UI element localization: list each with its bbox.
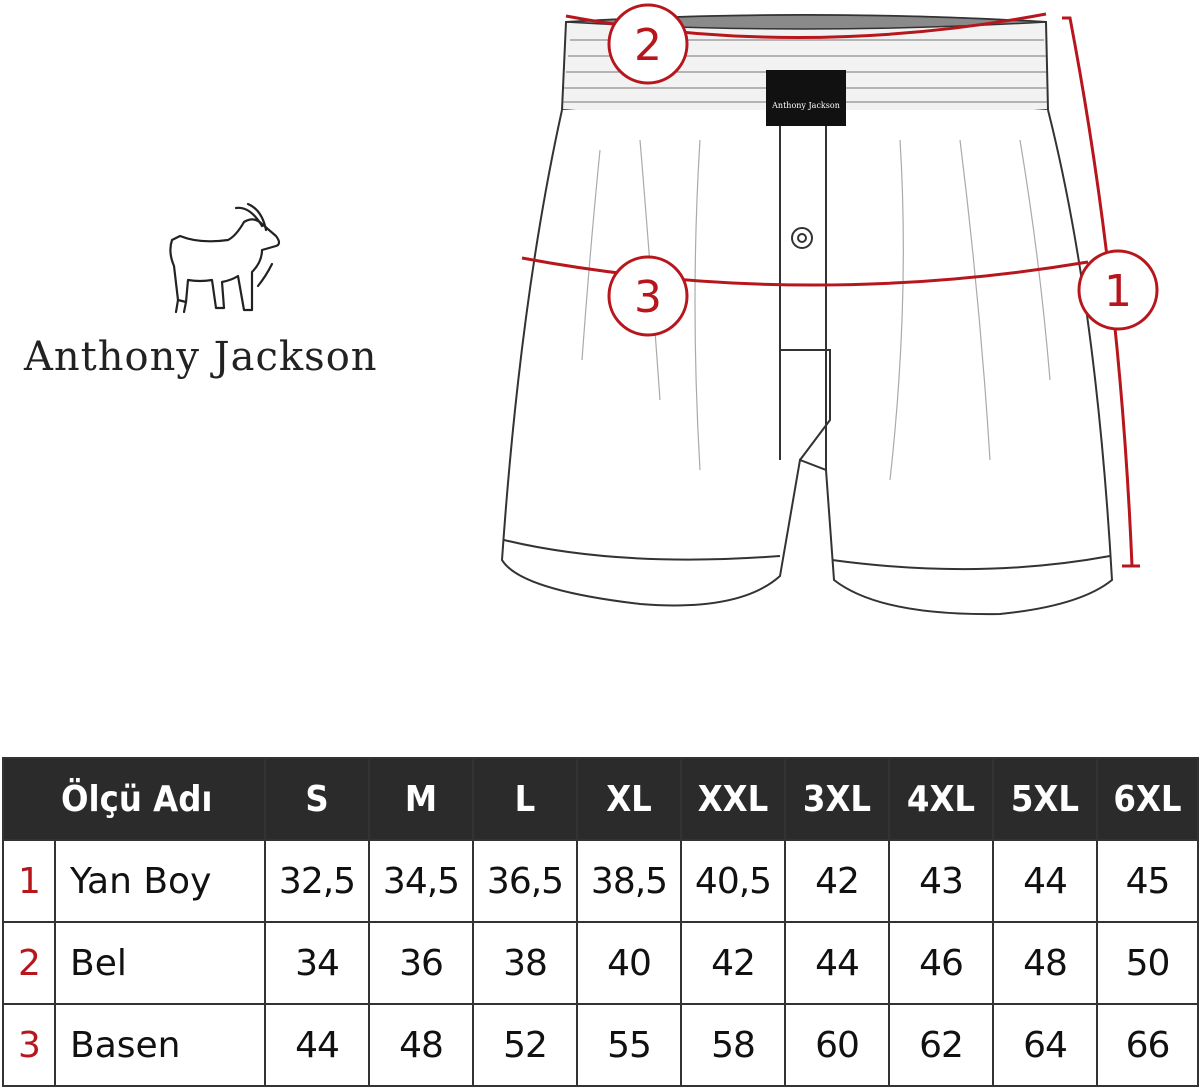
table-cell: 58 [680, 1003, 786, 1087]
marker-2: 2 [607, 3, 689, 85]
svg-text:1: 1 [1104, 266, 1132, 317]
table-cell: 34 [264, 921, 370, 1005]
table-cell: 34,5 [368, 839, 474, 923]
header-size: 4XL [888, 757, 994, 841]
table-cell: 52 [472, 1003, 578, 1087]
marker-3: 3 [607, 255, 689, 337]
table-cell: 60 [784, 1003, 890, 1087]
brand-label-tag: Anthony Jackson [766, 70, 846, 126]
table-cell: 43 [888, 839, 994, 923]
marker-1: 1 [1077, 249, 1159, 331]
table-cell: 48 [992, 921, 1098, 1005]
goat-logo-icon [169, 202, 281, 314]
table-cell: 38,5 [576, 839, 682, 923]
svg-text:3: 3 [634, 272, 662, 323]
table-header-row: Ölçü Adı S M L XL XXL 3XL 4XL 5XL 6XL [2, 757, 1199, 841]
header-size: 3XL [784, 757, 890, 841]
header-size: XL [576, 757, 682, 841]
row-label: Yan Boy [54, 839, 266, 923]
table-cell: 64 [992, 1003, 1098, 1087]
table-cell: 42 [784, 839, 890, 923]
table-cell: 62 [888, 1003, 994, 1087]
table-cell: 46 [888, 921, 994, 1005]
table-cell: 40,5 [680, 839, 786, 923]
brand-name: Anthony Jackson [24, 334, 378, 380]
table-cell: 48 [368, 1003, 474, 1087]
table-cell: 66 [1096, 1003, 1199, 1087]
row-number: 3 [2, 1003, 56, 1087]
table-cell: 36,5 [472, 839, 578, 923]
boxer-shorts-diagram: Anthony Jackson 1 2 3 [169, 3, 1159, 616]
table-row: 3 Basen 44 48 52 55 58 60 62 64 66 [2, 1003, 1199, 1087]
header-size: S [264, 757, 370, 841]
header-size: XXL [680, 757, 786, 841]
table-cell: 38 [472, 921, 578, 1005]
table-cell: 32,5 [264, 839, 370, 923]
row-number: 1 [2, 839, 56, 923]
table-cell: 44 [264, 1003, 370, 1087]
table-cell: 50 [1096, 921, 1199, 1005]
header-size: M [368, 757, 474, 841]
svg-text:Anthony Jackson: Anthony Jackson [771, 101, 840, 110]
table-cell: 44 [784, 921, 890, 1005]
table-row: 1 Yan Boy 32,5 34,5 36,5 38,5 40,5 42 43… [2, 839, 1199, 923]
header-size: 5XL [992, 757, 1098, 841]
header-measure-name: Ölçü Adı [55, 757, 266, 841]
table-cell: 55 [576, 1003, 682, 1087]
row-label: Bel [54, 921, 266, 1005]
table-cell: 36 [368, 921, 474, 1005]
table-cell: 44 [992, 839, 1098, 923]
table-cell: 45 [1096, 839, 1199, 923]
size-chart-table: Ölçü Adı S M L XL XXL 3XL 4XL 5XL 6XL 1 … [2, 757, 1199, 1087]
table-cell: 40 [576, 921, 682, 1005]
header-blank [2, 757, 55, 841]
table-cell: 42 [680, 921, 786, 1005]
row-number: 2 [2, 921, 56, 1005]
svg-text:2: 2 [634, 20, 662, 71]
shorts-body [500, 109, 1114, 616]
header-size: 6XL [1096, 757, 1199, 841]
table-row: 2 Bel 34 36 38 40 42 44 46 48 50 [2, 921, 1199, 1005]
header-size: L [472, 757, 578, 841]
row-label: Basen [54, 1003, 266, 1087]
